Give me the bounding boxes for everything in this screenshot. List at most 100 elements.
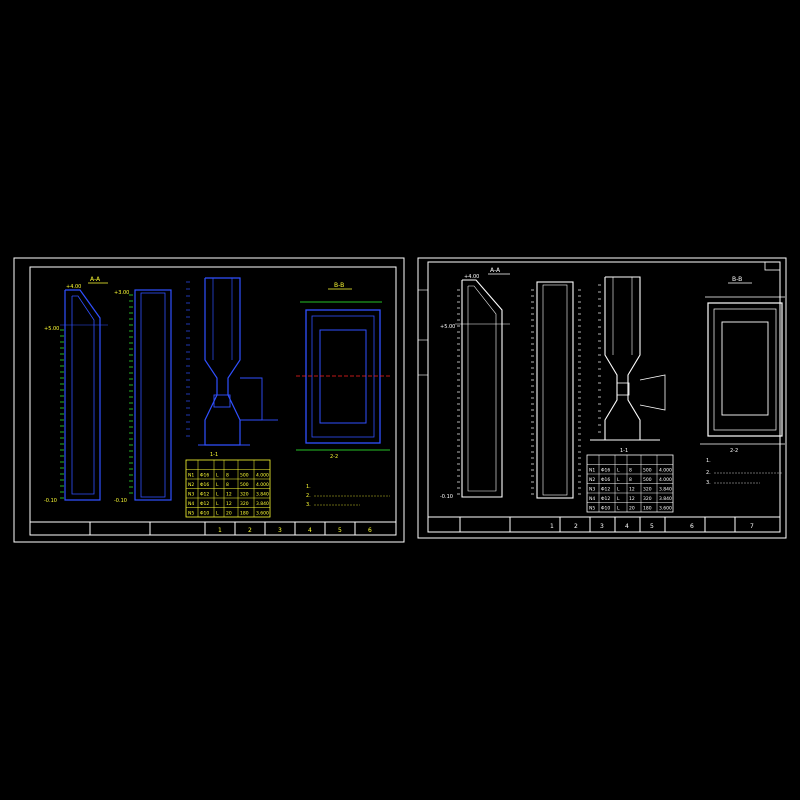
right-title-cell-2: 2: [574, 523, 578, 530]
left-section-caption: 2-2: [330, 454, 338, 460]
left-table-cell: L: [216, 511, 219, 517]
right-table-cell: L: [617, 487, 620, 493]
right-elev-label-1: +5.00: [440, 324, 455, 330]
right-table-cell: Φ10: [601, 506, 610, 512]
right-table-cell: L: [617, 506, 620, 512]
right-view2-rebar-ticks: [531, 289, 581, 495]
right-view3-rebar-ticks: [598, 284, 601, 433]
left-elevation-view-2: +3.00 -0.10: [114, 289, 172, 504]
right-section-title: B-B: [732, 276, 742, 283]
left-title-cell-5: 5: [338, 527, 342, 534]
right-title-block: 1 2 3 4 5 6 7: [428, 516, 780, 532]
right-title-cell-1: 1: [550, 523, 554, 530]
left-table-cell: 3.840: [256, 501, 269, 507]
right-table-cell: L: [617, 477, 620, 483]
right-table-cell: N4: [589, 496, 595, 502]
left-view3-caption: 1-1: [210, 452, 218, 458]
left-drawing-sheet: 1 2 3 4 5 6 A-A +5.00 -0.10 +4.00 +3.00 …: [13, 257, 405, 543]
right-note-2: 2.: [706, 470, 711, 476]
right-notes: 1. 2. 3.: [706, 458, 782, 486]
right-inner-border: [427, 261, 781, 533]
left-title-block: 1 2 3 4 5 6: [30, 521, 396, 535]
right-outer-border: [417, 257, 787, 539]
left-table-cell: 3.840: [256, 492, 269, 498]
right-view3-caption: 1-1: [620, 448, 628, 454]
left-table-cell: N5: [188, 511, 194, 517]
left-title-cell-1: 1: [218, 527, 222, 534]
right-side-labels: [418, 289, 428, 376]
left-table-cell: 3.600: [256, 511, 269, 517]
right-table-cell: N3: [589, 487, 595, 493]
left-table-cell: L: [216, 501, 219, 507]
left-notes: 1. 2. 3.: [306, 484, 390, 508]
left-table-cell: L: [216, 482, 219, 488]
right-table-cell: Φ16: [601, 468, 610, 474]
left-title-cell-3: 3: [278, 527, 282, 534]
left-elev-label-1: +5.00: [44, 326, 59, 332]
left-table-cell: N3: [188, 492, 194, 498]
left-table-cell: 8: [226, 482, 229, 488]
right-table-cell: 12: [629, 487, 635, 493]
right-table-cell: 3.840: [659, 496, 672, 502]
right-table-cell: 320: [643, 496, 652, 502]
right-table-cell: L: [617, 496, 620, 502]
left-table-cell: N4: [188, 501, 194, 507]
left-inner-border: [29, 266, 397, 536]
left-title-cell-4: 4: [308, 527, 312, 534]
right-table-cell: 4.000: [659, 477, 672, 483]
left-section-title: B-B: [334, 282, 344, 289]
left-view2-rebar-ticks: [129, 294, 133, 494]
right-title-cell-3: 3: [600, 523, 604, 530]
right-table-cell: 3.840: [659, 487, 672, 493]
left-table-cell: Φ10: [200, 511, 209, 517]
left-elevation-view-1: A-A +5.00 -0.10 +4.00: [44, 276, 108, 504]
right-table-cell: 3.600: [659, 506, 672, 512]
left-outer-border: [13, 257, 405, 543]
right-table-cell: 500: [643, 468, 652, 474]
left-table-cell: 180: [240, 511, 249, 517]
left-elev-label-5: -0.10: [114, 498, 127, 504]
right-table-cell: Φ16: [601, 477, 610, 483]
right-note-3: 3.: [706, 480, 711, 486]
right-drawing-sheet: 1 2 3 4 5 6 7 A-A +5.00 -0.10 +4.00: [417, 257, 787, 539]
right-section-caption: 2-2: [730, 448, 738, 454]
right-view1-title: A-A: [490, 267, 501, 274]
right-view1-rebar-ticks: [457, 289, 460, 495]
right-cross-section: B-B 2-2: [700, 276, 785, 454]
right-elev-label-3: +4.00: [464, 274, 479, 280]
left-table-cell: 500: [240, 482, 249, 488]
right-table-cell: 180: [643, 506, 652, 512]
left-elev-label-3: +4.00: [66, 284, 81, 290]
right-elevation-view-3: 1-1: [590, 276, 666, 454]
right-elevation-view-1: A-A +5.00 -0.10 +4.00: [440, 267, 510, 500]
left-view3-rebar-ticks: [186, 281, 190, 437]
left-table-cell: Φ12: [200, 501, 209, 507]
left-table-cell: 8: [226, 473, 229, 479]
left-cross-section: B-B 2-2: [296, 282, 390, 460]
left-table-cell: Φ12: [200, 492, 209, 498]
left-note-3: 3.: [306, 502, 311, 508]
left-table-cell: 320: [240, 492, 249, 498]
left-table-cell: L: [216, 492, 219, 498]
left-table-cell: 12: [226, 501, 232, 507]
right-title-cell-6: 6: [690, 523, 694, 530]
left-elev-label-4: +3.00: [114, 290, 129, 296]
right-title-cell-4: 4: [625, 523, 629, 530]
left-table-cell: N2: [188, 482, 194, 488]
right-elevation-view-2: [531, 281, 581, 499]
left-table-cell: 4.000: [256, 473, 269, 479]
left-view1-rebar-ticks: [60, 329, 64, 499]
right-table-cell: 8: [629, 477, 632, 483]
left-title-cell-2: 2: [248, 527, 252, 534]
right-elev-label-2: -0.10: [440, 494, 453, 500]
right-table-cell: N5: [589, 506, 595, 512]
right-table-cell: Φ12: [601, 487, 610, 493]
right-table-cell: N2: [589, 477, 595, 483]
left-note-2: 2.: [306, 493, 311, 499]
right-table-cell: 500: [643, 477, 652, 483]
right-note-1: 1.: [706, 458, 711, 464]
right-title-cell-5: 5: [650, 523, 654, 530]
left-table-cell: Φ16: [200, 473, 209, 479]
